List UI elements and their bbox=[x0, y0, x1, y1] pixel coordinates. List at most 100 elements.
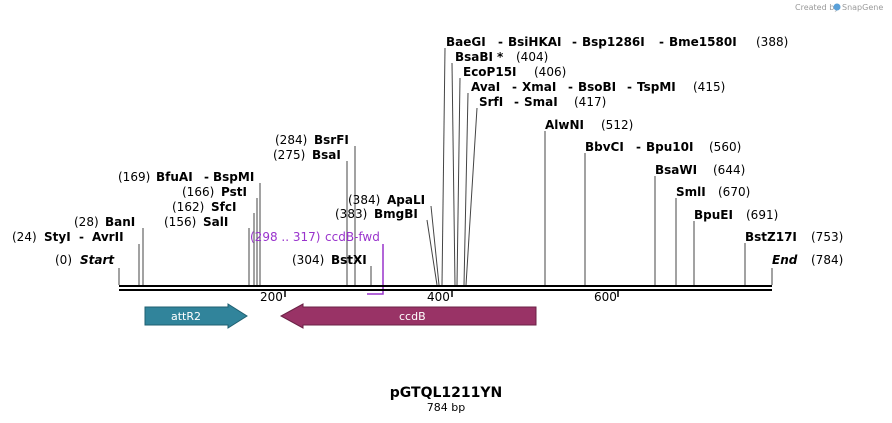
site-pos-end: (784) bbox=[811, 253, 843, 267]
site-name-smai: SmaI bbox=[524, 95, 558, 109]
site-sep: - bbox=[627, 80, 632, 94]
site-name-smli: SmlI bbox=[676, 185, 706, 199]
svg-text:(275)BsaI: (275) BsaI bbox=[273, 148, 341, 162]
feature-attr2[interactable]: attR2 bbox=[144, 303, 248, 329]
site-name-srfi: SrfI bbox=[479, 95, 503, 109]
site-sep: - bbox=[514, 95, 519, 109]
site-pos-srfi: (417) bbox=[574, 95, 606, 109]
site-pos-styi: (24) bbox=[12, 230, 37, 244]
site-sep: - bbox=[572, 35, 577, 49]
site-star-bsabi: * bbox=[497, 50, 504, 64]
site-pos-bani: (28) bbox=[74, 215, 99, 229]
site-name-bsihkai: BsiHKAI bbox=[508, 35, 562, 49]
site-name-end: End bbox=[772, 253, 798, 267]
site-name-bani: BanI bbox=[105, 215, 135, 229]
site-pos-alwni: (512) bbox=[601, 118, 633, 132]
site-sep: - bbox=[512, 80, 517, 94]
svg-text:(384)ApaLI: (384)ApaLI bbox=[348, 193, 425, 207]
site-name-avrii: AvrII bbox=[92, 230, 124, 244]
site-name-bsp1286i: Bsp1286I bbox=[582, 35, 645, 49]
site-sep: - bbox=[568, 80, 573, 94]
site-pos-bsawi: (644) bbox=[713, 163, 745, 177]
site-name-apali: ApaLI bbox=[387, 193, 425, 207]
snapgene-logo-icon bbox=[833, 3, 841, 11]
site-name-styi: StyI bbox=[44, 230, 71, 244]
site-name-bpuei: BpuEI bbox=[694, 208, 733, 222]
feature-arrow-attr2 bbox=[144, 303, 248, 329]
svg-text:SmlI(670): SmlI (670) bbox=[676, 185, 750, 199]
site-pos-bstz17i: (753) bbox=[811, 230, 843, 244]
primer-ccdb-fwd[interactable]: (298 .. 317)ccdB-fwd bbox=[250, 230, 384, 295]
svg-text:(298 .. 317)ccdB-fwd: (298 .. 317)ccdB-fwd bbox=[250, 230, 380, 244]
site-name-psti: PstI bbox=[221, 185, 247, 199]
site-pos-sali: (156) bbox=[164, 215, 196, 229]
site-name-xmai: XmaI bbox=[522, 80, 556, 94]
svg-text:(383)BmgBI: (383) BmgBI bbox=[335, 207, 418, 221]
site-name-bstz17i: BstZ17I bbox=[745, 230, 797, 244]
svg-text:(24)StyI-AvrII: (24)StyI-AvrII bbox=[12, 230, 124, 244]
site-name-bsai: BsaI bbox=[312, 148, 341, 162]
svg-text:(156)SalI: (156) SalI bbox=[164, 215, 228, 229]
site-line-avai bbox=[463, 92, 469, 286]
site-name-start: Start bbox=[80, 253, 115, 267]
site-pos-bbvci: (560) bbox=[709, 140, 741, 154]
plasmid-name: pGTQL1211YN bbox=[390, 385, 502, 401]
credit-text: Created by bbox=[795, 3, 839, 12]
feature-ccdb[interactable]: ccdB bbox=[279, 303, 537, 329]
site-name-bsrfi: BsrFI bbox=[314, 133, 349, 147]
site-pos-psti: (166) bbox=[182, 185, 214, 199]
ruler: 200 400 600 bbox=[260, 290, 619, 304]
backbone-top-strand bbox=[119, 285, 772, 287]
feature-label-attr2: attR2 bbox=[171, 310, 201, 323]
svg-text:BstZ17I(753): BstZ17I (753) bbox=[745, 230, 843, 244]
svg-text:AvaI-XmaI-BsoBI-TspMI(415): AvaI-XmaI-BsoBI-TspMI(415) bbox=[471, 80, 725, 94]
site-name-sali: SalI bbox=[203, 215, 228, 229]
site-name-sfci: SfcI bbox=[211, 200, 236, 214]
site-sep: - bbox=[498, 35, 503, 49]
backbone-bottom-strand bbox=[119, 289, 772, 291]
site-sep: - bbox=[204, 170, 209, 184]
site-pos-smli: (670) bbox=[718, 185, 750, 199]
site-line-baegi bbox=[441, 47, 446, 286]
site-name-bfuai: BfuAI bbox=[156, 170, 193, 184]
site-name-avai: AvaI bbox=[471, 80, 500, 94]
svg-text:EcoP15I(406): EcoP15I(406) bbox=[463, 65, 566, 79]
ruler-label-600: 600 bbox=[594, 290, 617, 304]
site-pos-sfci: (162) bbox=[172, 200, 204, 214]
site-name-tspmi: TspMI bbox=[637, 80, 676, 94]
svg-text:BaeGI-BsiHKAI-Bsp1286I-Bme1580: BaeGI-BsiHKAI-Bsp1286I-Bme1580I(388) bbox=[446, 35, 788, 49]
site-labels: (0)Start (24)StyI-AvrII (28)BanI (156)Sa… bbox=[12, 35, 843, 267]
site-line-ecop15i bbox=[456, 77, 461, 286]
site-name-bspmi: BspMI bbox=[213, 170, 254, 184]
svg-text:BbvCI-Bpu10I(560): BbvCI-Bpu10I(560) bbox=[585, 140, 741, 154]
site-name-bsawi: BsaWI bbox=[655, 163, 697, 177]
svg-text:End(784): End (784) bbox=[772, 253, 843, 267]
feature-label-ccdb: ccdB bbox=[399, 310, 426, 323]
ruler-label-400: 400 bbox=[427, 290, 450, 304]
site-name-baegi: BaeGI bbox=[446, 35, 486, 49]
svg-text:(169)BfuAI-BspMI: (169)BfuAI-BspMI bbox=[118, 170, 254, 184]
site-name-bsobi: BsoBI bbox=[578, 80, 616, 94]
site-line-bsabi bbox=[451, 62, 456, 286]
site-name-bme1580i: Bme1580I bbox=[669, 35, 737, 49]
site-pos-bmgbi: (383) bbox=[335, 207, 367, 221]
svg-text:BpuEI(691): BpuEI(691) bbox=[694, 208, 778, 222]
site-pos-ecop15i: (406) bbox=[534, 65, 566, 79]
svg-text:(284)BsrFI: (284)BsrFI bbox=[275, 133, 349, 147]
site-pos-bsabi: (404) bbox=[516, 50, 548, 64]
feature-arrow-ccdb bbox=[279, 303, 537, 329]
primer-arrow-icon bbox=[367, 244, 384, 295]
svg-text:BsaWI(644): BsaWI (644) bbox=[655, 163, 745, 177]
site-pos-baegi: (388) bbox=[756, 35, 788, 49]
site-name-bbvci: BbvCI bbox=[585, 140, 624, 154]
svg-text:(162)SfcI: (162) SfcI bbox=[172, 200, 236, 214]
site-pos-bsai: (275) bbox=[273, 148, 305, 162]
site-pos-bstxi: (304) bbox=[292, 253, 324, 267]
svg-text:(304)BstXI: (304)BstXI bbox=[292, 253, 367, 267]
site-name-bpu10i: Bpu10I bbox=[646, 140, 693, 154]
site-line-bmgbi bbox=[426, 219, 438, 286]
site-name-bmgbi: BmgBI bbox=[374, 207, 418, 221]
site-name-bsabi: BsaBI bbox=[455, 50, 493, 64]
svg-text:(166)PstI: (166) PstI bbox=[182, 185, 247, 199]
